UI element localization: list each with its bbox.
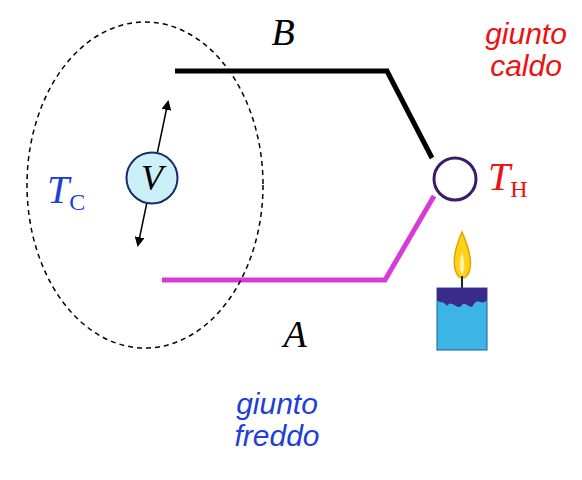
wire-a bbox=[162, 196, 434, 280]
hot-junction: TH bbox=[432, 156, 478, 202]
reference-region: TC V bbox=[25, 20, 265, 350]
voltmeter-circle: V bbox=[125, 151, 179, 205]
junction-label: giunto freddo bbox=[212, 388, 342, 451]
wire-b bbox=[175, 71, 432, 158]
hot-temperature-label: TH bbox=[488, 157, 528, 201]
junction-label: giunto caldo bbox=[474, 18, 578, 81]
candle bbox=[437, 232, 487, 350]
cold-temperature-label: TC bbox=[47, 170, 85, 214]
wire-name: B bbox=[263, 10, 303, 54]
wire-name: A bbox=[275, 312, 315, 356]
hot-junction-outline bbox=[432, 156, 478, 202]
voltmeter-symbol: V bbox=[141, 160, 163, 196]
